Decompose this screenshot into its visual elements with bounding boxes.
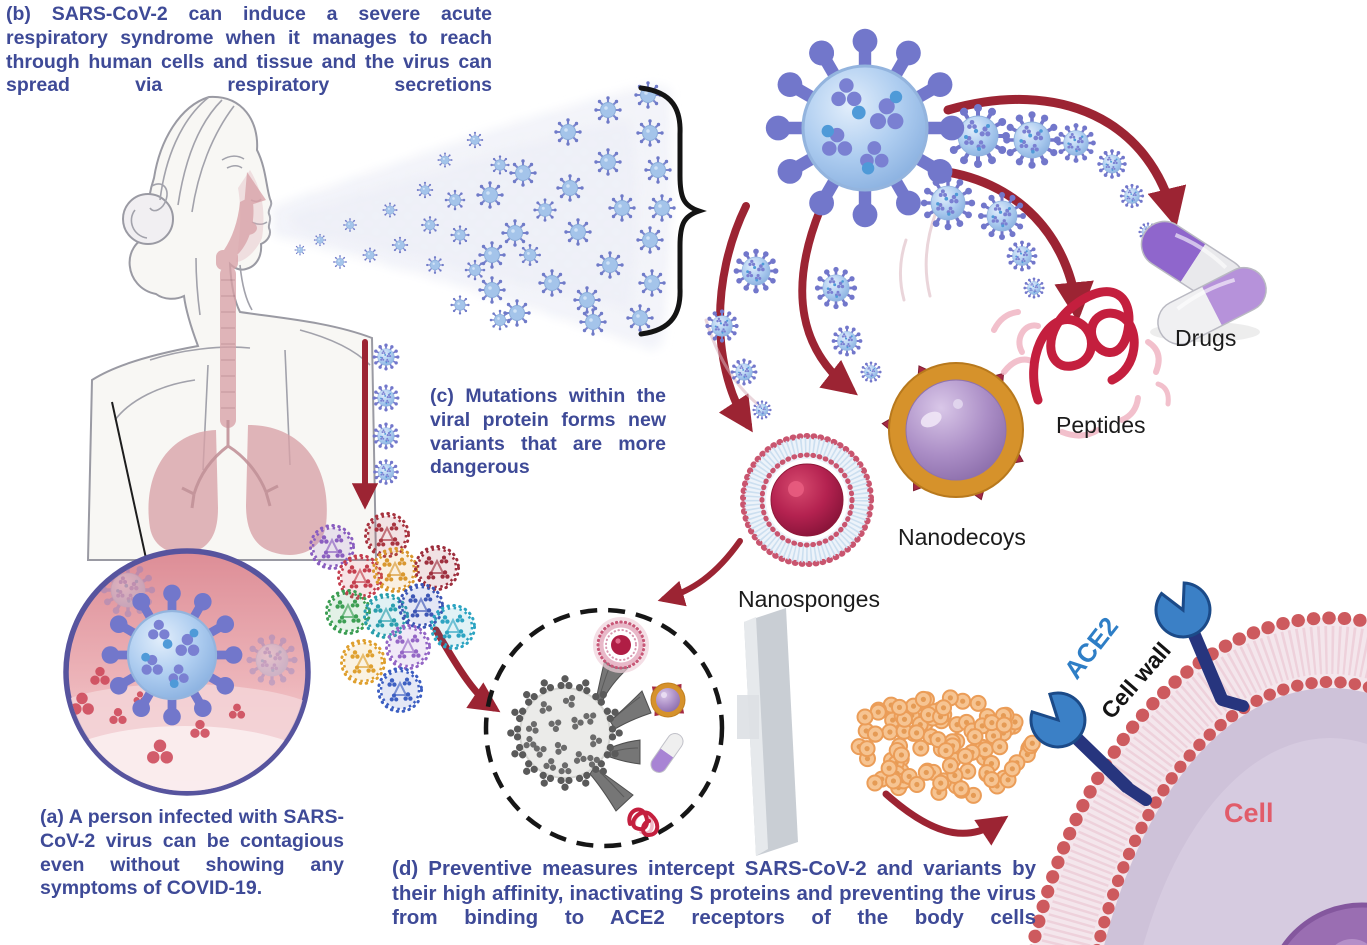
nanoparticle-cloud-icon bbox=[850, 689, 1041, 804]
mini-nanodecoy-icon bbox=[650, 682, 686, 718]
exhaled-plume bbox=[272, 80, 677, 350]
label-nanosponges: Nanosponges bbox=[738, 586, 880, 612]
label-cell: Cell bbox=[1224, 798, 1274, 828]
gray-virus-icon bbox=[507, 675, 623, 791]
mini-capsule-icon bbox=[650, 733, 684, 773]
variant-virus-cluster bbox=[311, 514, 475, 712]
brace-icon bbox=[638, 85, 707, 337]
peptide-icon bbox=[991, 287, 1171, 439]
cell-illustration bbox=[1020, 575, 1367, 945]
label-drugs: Drugs bbox=[1175, 325, 1237, 351]
caption-d: (d) Preventive measures intercept SARS-C… bbox=[392, 857, 1036, 930]
ace2-receptor-icon bbox=[1020, 682, 1152, 806]
caption-a: (a) A person infected with SARS-CoV-2 vi… bbox=[40, 806, 344, 900]
label-peptides: Peptides bbox=[1056, 412, 1146, 438]
mini-peptide-icon bbox=[627, 807, 660, 837]
caption-c: (c) Mutations within the viral protein f… bbox=[430, 385, 666, 479]
ace2-receptor-icon bbox=[1146, 575, 1249, 712]
mini-nanosponge-icon bbox=[593, 617, 649, 673]
caption-b: (b) SARS-CoV-2 can induce a severe acute… bbox=[6, 3, 492, 97]
nanodecoy-icon bbox=[881, 362, 1024, 501]
label-nanodecoys: Nanodecoys bbox=[898, 524, 1026, 550]
magnified-infection-inset bbox=[63, 401, 311, 796]
nanosponge-icon bbox=[740, 433, 874, 567]
capsules-icon bbox=[1140, 220, 1267, 346]
respiratory-tract bbox=[148, 172, 327, 555]
interception-scene bbox=[483, 607, 725, 849]
membrane-filter-icon bbox=[737, 608, 798, 856]
